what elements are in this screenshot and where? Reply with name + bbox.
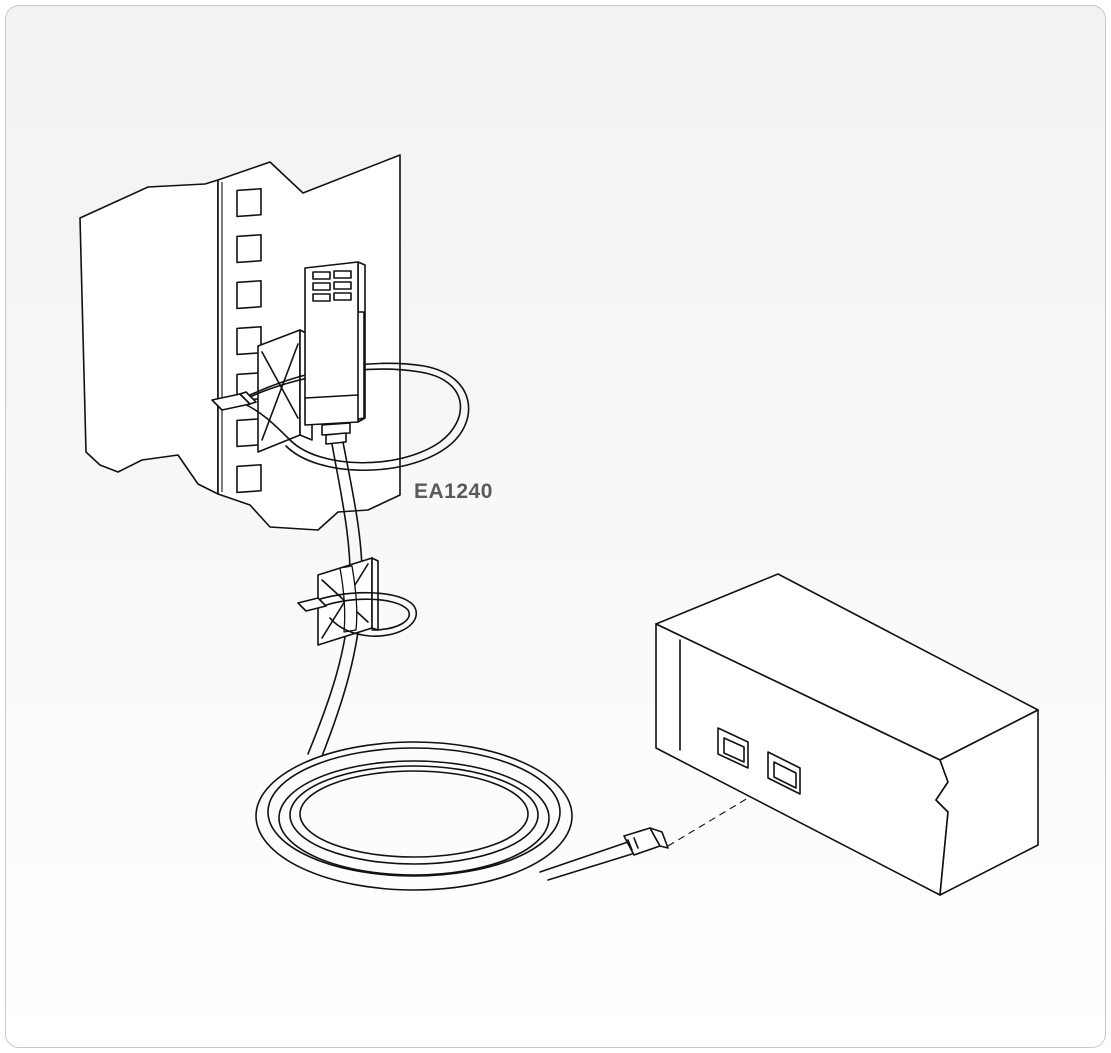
- ea1240-device: [304, 261, 366, 445]
- cable-coil: [255, 741, 633, 891]
- lower-tie-mount: [297, 557, 417, 646]
- upper-tie-mount: [211, 329, 470, 472]
- host-device: [655, 573, 1039, 896]
- rj45-plug: [623, 785, 769, 856]
- device-label: EA1240: [414, 480, 493, 503]
